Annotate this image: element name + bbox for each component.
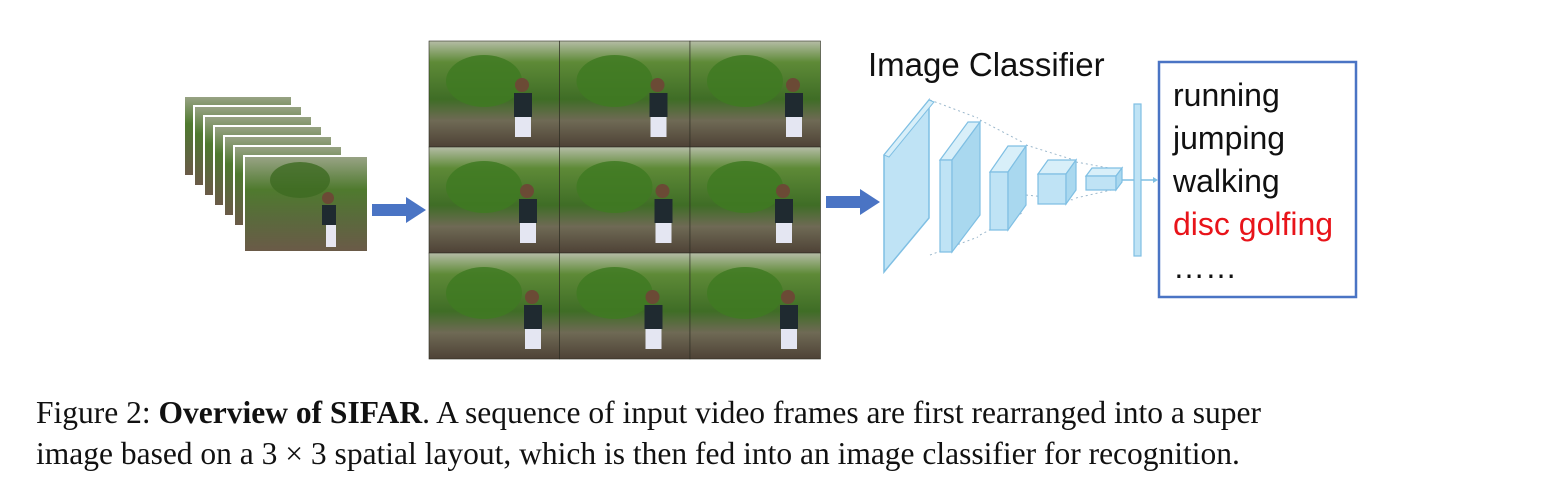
super-image-tile — [689, 40, 821, 148]
super-image-tile — [689, 146, 821, 254]
output-label-box: running jumping walking disc golfing …… — [1157, 60, 1358, 299]
caption-bold-title: Overview of SIFAR — [158, 395, 423, 430]
fc-layer — [1133, 103, 1142, 257]
conv-layer-5 — [1084, 166, 1124, 192]
input-frame-stack — [183, 95, 369, 253]
conv-layer-4 — [1036, 158, 1078, 206]
super-image-tile — [559, 40, 691, 148]
front-input-frame — [243, 155, 369, 253]
super-image-tile — [428, 252, 560, 360]
output-class-label: running — [1173, 77, 1280, 113]
sifar-overview-figure: Image Classifier — [183, 40, 1358, 360]
conv-layer-2 — [938, 120, 982, 254]
conv-layer-3 — [988, 144, 1028, 232]
cnn-diagram — [883, 97, 1158, 275]
output-class-label: …… — [1173, 249, 1237, 285]
output-class-label: disc golfing — [1173, 206, 1333, 242]
caption-prefix: Figure 2: — [36, 395, 159, 430]
figure-caption: Figure 2: Overview of SIFAR. A sequence … — [36, 392, 1536, 474]
super-image-tile — [428, 40, 560, 148]
output-class-label: walking — [1172, 163, 1280, 199]
super-image-tile — [559, 146, 691, 254]
arrow-to-super-image — [372, 197, 426, 223]
conv-layer-1 — [883, 97, 935, 275]
super-image-grid — [428, 40, 821, 360]
super-image-tile — [428, 146, 560, 254]
caption-line-1: Figure 2: Overview of SIFAR. A sequence … — [36, 392, 1536, 433]
caption-line-1-rest: . A sequence of input video frames are f… — [422, 395, 1261, 430]
classifier-title: Image Classifier — [868, 46, 1105, 83]
super-image-tile — [559, 252, 691, 360]
arrow-to-classifier — [826, 189, 880, 215]
caption-line-2: image based on a 3 × 3 spatial layout, w… — [36, 436, 1240, 471]
output-class-label: jumping — [1172, 120, 1285, 156]
super-image-tile — [689, 252, 821, 360]
